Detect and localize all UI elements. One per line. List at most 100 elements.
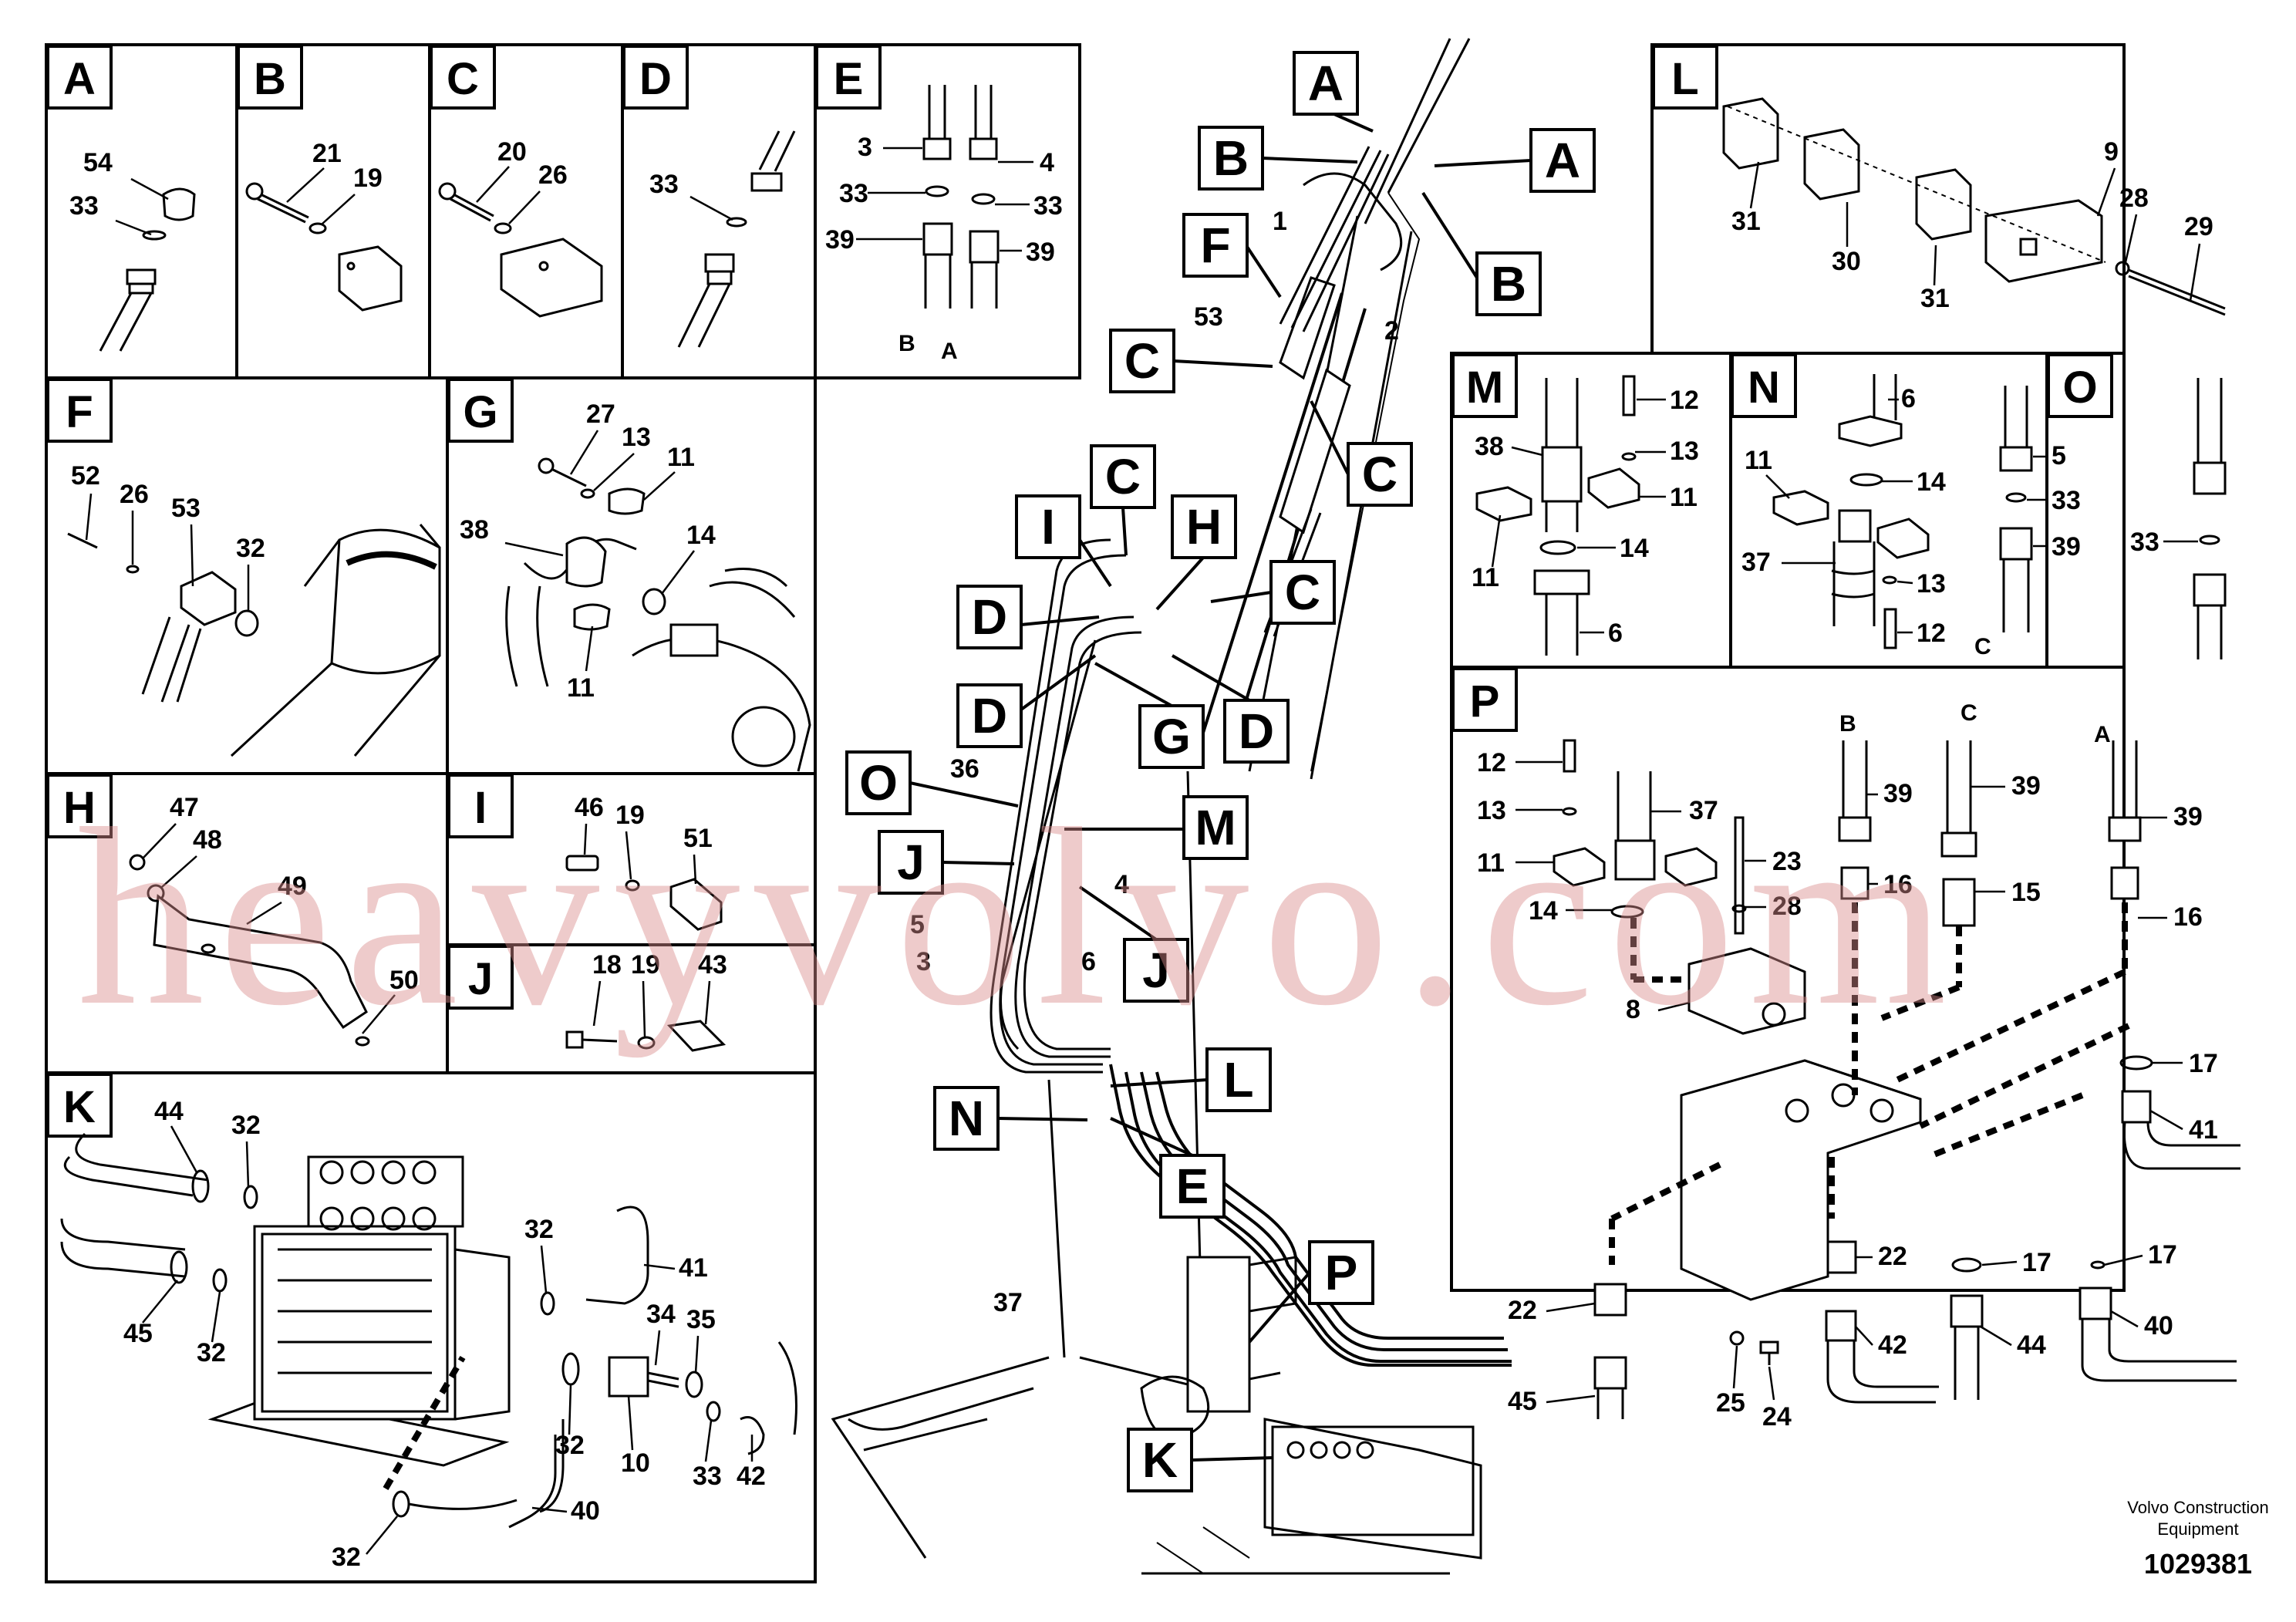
panel-k-drawing (60, 1132, 797, 1529)
part-number: 8 (1626, 995, 1640, 1024)
part-number: 16 (2173, 902, 2203, 932)
panel-o-labels: 33 (2130, 528, 2159, 557)
callout-c-mid: C (1090, 444, 1156, 509)
panel-e-leaders (856, 147, 1033, 252)
panel-frames (45, 43, 2126, 1583)
panel-k-labels: 44 32 45 32 32 41 34 35 32 10 33 42 32 4… (123, 1097, 766, 1572)
part-number: 13 (1477, 796, 1506, 825)
part-number: 14 (1620, 534, 1649, 563)
panel-label-d: D (622, 45, 689, 110)
part-number: 45 (1508, 1387, 1537, 1416)
part-number: 4 (1040, 148, 1054, 177)
part-number: 46 (575, 793, 604, 822)
part-number: 51 (683, 824, 713, 853)
part-number: 33 (2130, 528, 2159, 557)
part-number: 27 (586, 400, 615, 429)
part-number: 48 (193, 825, 222, 855)
panel-i-leaders (583, 823, 697, 885)
hose-label: A (941, 339, 958, 364)
panel-label-h: H (46, 774, 113, 838)
callout-letter: F (1200, 218, 1230, 273)
part-number: 34 (646, 1300, 676, 1329)
panel-f-letter: F (66, 387, 93, 437)
callout-b-top: B (1198, 126, 1264, 191)
part-number: 47 (170, 793, 199, 822)
callout-letter: B (1491, 256, 1526, 312)
callout-k: K (1127, 1428, 1193, 1492)
panel-label-g: G (447, 378, 514, 443)
part-number: 11 (1745, 446, 1772, 475)
footer-brand-line2: Equipment (2157, 1519, 2238, 1539)
watermark-text: heavyvolvo.com (77, 777, 1961, 1058)
callout-letter: C (1362, 447, 1397, 502)
part-number: 33 (839, 179, 868, 208)
part-number: 23 (1772, 847, 1802, 876)
part-number: 17 (2148, 1240, 2177, 1270)
panel-e-labels: 3 4 33 33 39 39 B A (825, 133, 1063, 364)
callout-letter: N (949, 1091, 984, 1146)
callout-a-top: A (1293, 51, 1359, 116)
callout-b-right: B (1475, 251, 1542, 316)
panel-b-drawing (245, 182, 403, 312)
part-number: 31 (1731, 207, 1761, 236)
callout-letter: J (897, 835, 925, 890)
footer-brand-line1: Volvo Construction (2127, 1498, 2268, 1517)
part-number: 4 (1114, 870, 1129, 899)
part-number: 39 (1883, 779, 1913, 808)
part-number: 42 (737, 1462, 766, 1491)
panel-d-labels: 33 (649, 170, 679, 199)
panel-g-leaders (504, 430, 695, 672)
callout-letter: J (1142, 943, 1170, 998)
hose-label: A (2094, 722, 2111, 747)
panel-o-drawing (2193, 378, 2227, 659)
callout-letter: O (859, 755, 898, 811)
part-number: 32 (236, 534, 265, 563)
part-number: 28 (1772, 892, 1802, 921)
document-number: 1029381 (2144, 1548, 2252, 1580)
part-number: 31 (1920, 284, 1950, 313)
part-number: 41 (2189, 1115, 2218, 1145)
part-number: 43 (698, 950, 727, 980)
part-number: 21 (312, 139, 342, 168)
panel-b-labels: 21 19 (312, 139, 383, 193)
callout-i: I (1015, 494, 1081, 559)
part-number: 33 (2052, 486, 2081, 515)
part-number: 14 (1917, 467, 1946, 497)
hose-label: C (1961, 700, 1977, 726)
panel-label-m: M (1451, 353, 1518, 418)
part-number: 44 (2017, 1330, 2046, 1360)
part-number: 12 (1477, 748, 1506, 777)
part-number: 32 (524, 1215, 554, 1244)
callout-letter: P (1325, 1245, 1358, 1300)
part-number: 24 (1762, 1402, 1792, 1431)
panel-p-letter: P (1470, 676, 1500, 727)
panel-f-drawing (67, 524, 441, 757)
panel-h-labels: 47 48 49 50 (170, 793, 419, 995)
part-number: 39 (2052, 532, 2081, 561)
part-number: 14 (686, 521, 716, 550)
part-number: 11 (1477, 848, 1505, 878)
part-number: 37 (1689, 796, 1718, 825)
panel-m-labels: 12 38 13 11 11 14 6 (1472, 386, 1699, 648)
part-number: 6 (1901, 384, 1916, 413)
part-number: 22 (1508, 1296, 1537, 1325)
panel-l-labels: 9 28 29 31 30 31 (1731, 137, 2213, 313)
panel-label-l: L (1652, 45, 1718, 110)
callout-d-upper: D (956, 585, 1023, 649)
callout-e: E (1159, 1154, 1226, 1219)
panel-label-p: P (1451, 667, 1518, 732)
callout-letter: A (1308, 56, 1344, 111)
panel-c-leaders (476, 166, 541, 224)
panel-c-labels: 20 26 (497, 137, 568, 190)
panel-j-labels: 18 19 43 (592, 950, 727, 980)
part-number: 52 (71, 461, 100, 491)
callout-n: N (933, 1086, 1000, 1151)
hose-label: B (1839, 711, 1856, 737)
part-number: 25 (1716, 1388, 1745, 1418)
callout-letter: C (1105, 449, 1141, 504)
callout-letter: H (1186, 499, 1222, 555)
part-number: 13 (1917, 569, 1946, 599)
part-number: 6 (1081, 947, 1096, 976)
panel-h-leaders (143, 823, 396, 1034)
part-number: 36 (950, 754, 979, 784)
